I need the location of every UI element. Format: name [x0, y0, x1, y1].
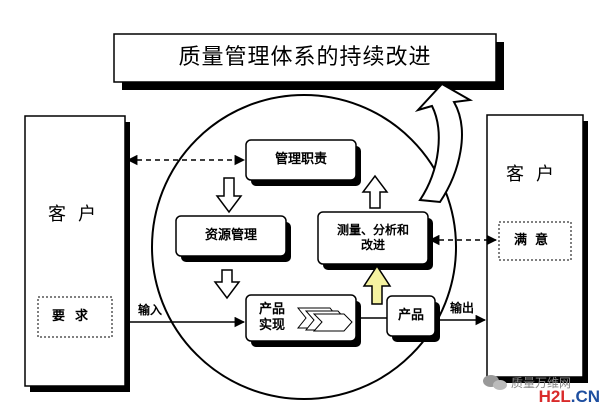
measurement-label: 测量、分析和 改进 [336, 223, 409, 252]
improvement-arrow-icon [362, 264, 392, 305]
process-circle [151, 94, 457, 400]
resources-box [175, 215, 287, 257]
watermark-brand: H2L.CN [526, 386, 600, 408]
diagram-title: 质量管理体系的持续改进 [178, 45, 432, 71]
title-panel [113, 33, 497, 83]
realization-label: 产品 实现 [258, 301, 285, 333]
chat-bubble-icon [483, 375, 507, 390]
cycle-arrow-resources-to-realization [213, 269, 241, 300]
management-box [245, 139, 357, 181]
watermark-brand-main: H2L [538, 387, 571, 407]
product-box [386, 295, 436, 337]
continual-improvement-arrow-icon [414, 82, 474, 204]
realization-chevrons-icon [296, 307, 353, 332]
watermark-brand-tld: .CN [570, 387, 600, 407]
watermark-channel: 质量万维网 [510, 375, 571, 390]
left-requirement-label: 要求 [51, 308, 98, 324]
cycle-arrow-measurement-to-mgmt [361, 174, 389, 209]
resources-label: 资源管理 [204, 227, 257, 243]
measurement-box [317, 211, 429, 265]
right-satisfaction-box [498, 221, 572, 261]
left-requirement-box [37, 296, 113, 338]
input-label: 输入 [137, 302, 162, 317]
right-satisfaction-label: 满意 [513, 232, 556, 248]
management-label: 管理职责 [274, 151, 327, 167]
right-customer-label: 客户 [506, 163, 566, 185]
left-customer-panel [24, 115, 126, 387]
product-label: 产品 [397, 307, 424, 323]
cycle-arrow-mgmt-to-resources [215, 177, 243, 214]
output-label: 输出 [449, 300, 474, 315]
left-customer-label: 客户 [48, 203, 108, 225]
